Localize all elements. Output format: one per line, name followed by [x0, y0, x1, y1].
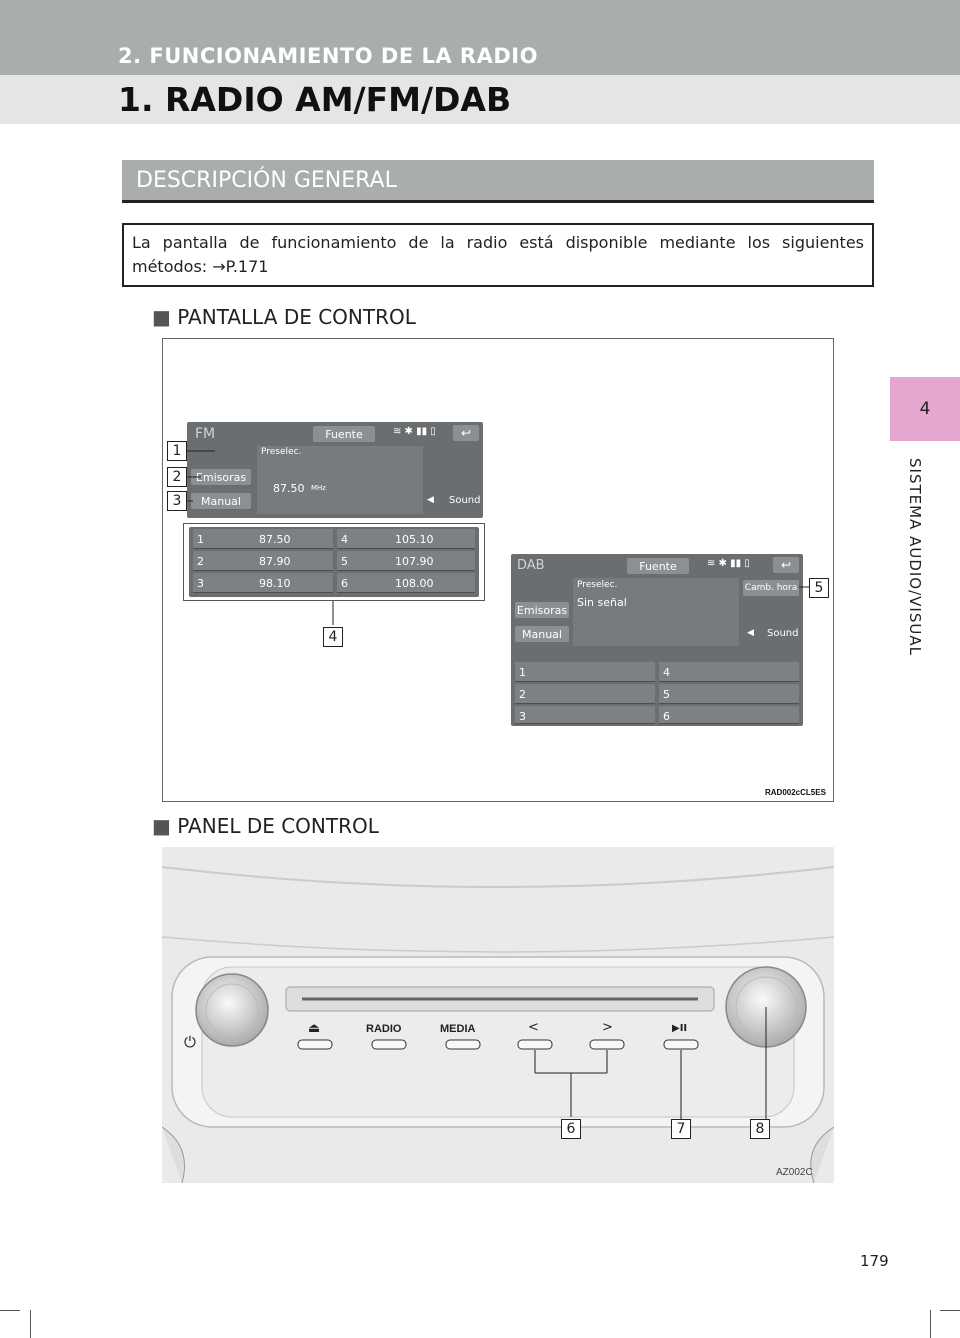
callout-1: 1 — [167, 441, 187, 461]
dab-screen: DAB Fuente ≋ ✱ ▮▮ ▯ ↩ Preselec. Sin seña… — [511, 554, 803, 726]
control-screen-figure: FM Fuente ≋ ✱ ▮▮ ▯ ↩ Preselec. Emisoras … — [162, 338, 834, 802]
eject-icon[interactable]: ⏏ — [308, 1021, 321, 1036]
preset-button[interactable]: 6 — [659, 706, 799, 724]
fm-info-area — [257, 446, 423, 514]
dab-status: Sin señal — [577, 596, 627, 609]
callout-leaders — [187, 450, 809, 625]
crop-mark — [940, 1310, 960, 1311]
dab-info-area — [573, 578, 739, 646]
fm-status-icons: ≋ ✱ ▮▮ ▯ — [393, 426, 436, 437]
control-panel-heading: ■ PANEL DE CONTROL — [152, 814, 379, 838]
dab-manual-button[interactable]: Manual — [515, 626, 569, 642]
preset-button[interactable]: 2 — [515, 684, 655, 704]
dab-time-shift-button[interactable]: Camb. hora — [743, 580, 799, 596]
bullet-square: ■ — [152, 814, 171, 838]
dab-title: DAB — [517, 558, 545, 573]
fm-stations-button[interactable]: Emisoras — [191, 469, 251, 485]
intro-line-1: La pantalla de funcionamiento de la radi… — [132, 233, 864, 252]
speaker-icon: ◀ — [747, 628, 754, 638]
overview-rule — [122, 200, 874, 203]
preset-button[interactable]: 1 — [515, 662, 655, 682]
figure-code: AZ002C — [776, 1167, 813, 1178]
callout-2: 2 — [167, 467, 187, 487]
dab-preset-label: Preselec. — [577, 580, 618, 590]
overview-heading: DESCRIPCIÓN GENERAL — [122, 160, 874, 200]
seek-back-button[interactable]: < — [528, 1020, 539, 1035]
preset-button[interactable]: 5 — [659, 684, 799, 704]
chapter-tab-label: SISTEMA AUDIO/VISUAL — [906, 458, 924, 656]
play-pause-button[interactable]: ▶II — [672, 1023, 688, 1034]
dab-status-icons: ≋ ✱ ▮▮ ▯ — [707, 558, 750, 569]
crop-mark — [30, 1310, 31, 1338]
media-button[interactable]: MEDIA — [440, 1023, 476, 1035]
chapter-tab: 4 — [890, 377, 960, 441]
speaker-icon: ◀ — [427, 495, 434, 505]
crop-mark — [0, 1310, 20, 1311]
dab-stations-button[interactable]: Emisoras — [515, 602, 569, 618]
fm-source-button[interactable]: Fuente — [313, 426, 375, 442]
intro-line-2: métodos: →P.171 — [132, 257, 269, 276]
fm-title: FM — [195, 426, 216, 442]
page-number: 179 — [860, 1252, 889, 1270]
control-panel-figure: ⏻ ⏏ RADIO MEDIA < > ▶II 6 7 8 AZ002C — [162, 847, 834, 1183]
control-panel-heading-text: PANEL DE CONTROL — [177, 814, 379, 838]
power-icon[interactable]: ⏻ — [184, 1033, 196, 1051]
fm-preset-label: Preselec. — [261, 447, 302, 457]
preset-button[interactable]: 4 — [659, 662, 799, 682]
back-icon[interactable]: ↩ — [453, 425, 479, 441]
fm-frequency-unit: MHz — [311, 484, 326, 492]
control-panel-illustration — [162, 866, 834, 1183]
callout-8: 8 — [750, 1119, 770, 1139]
section-title: 1. RADIO AM/FM/DAB — [118, 80, 512, 119]
figure-code: RAD002cCL5ES — [765, 788, 826, 797]
dab-sound-button[interactable]: Sound — [767, 628, 799, 639]
overview-intro: La pantalla de funcionamiento de la radi… — [122, 223, 874, 287]
chapter-title: 2. FUNCIONAMIENTO DE LA RADIO — [118, 44, 538, 68]
fm-screen: FM Fuente ≋ ✱ ▮▮ ▯ ↩ Preselec. Emisoras … — [187, 422, 483, 518]
fm-sound-button[interactable]: Sound — [449, 495, 481, 506]
dab-source-button[interactable]: Fuente — [627, 558, 689, 574]
control-screen-heading-text: PANTALLA DE CONTROL — [177, 305, 416, 329]
radio-button[interactable]: RADIO — [366, 1023, 402, 1035]
back-icon[interactable]: ↩ — [773, 557, 799, 573]
callout-5: 5 — [809, 578, 829, 598]
control-screen-heading: ■ PANTALLA DE CONTROL — [152, 305, 416, 329]
crop-mark — [930, 1310, 931, 1338]
fm-frequency: 87.50 — [273, 482, 305, 495]
callout-4: 4 — [323, 627, 343, 647]
header-section-band — [0, 75, 960, 124]
preset-button[interactable]: 3 — [515, 706, 655, 724]
callout-6: 6 — [561, 1119, 581, 1139]
callout-3: 3 — [167, 491, 187, 511]
callout-7: 7 — [671, 1119, 691, 1139]
bullet-square: ■ — [152, 305, 171, 329]
seek-forward-button[interactable]: > — [602, 1020, 613, 1035]
fm-manual-button[interactable]: Manual — [191, 493, 251, 509]
